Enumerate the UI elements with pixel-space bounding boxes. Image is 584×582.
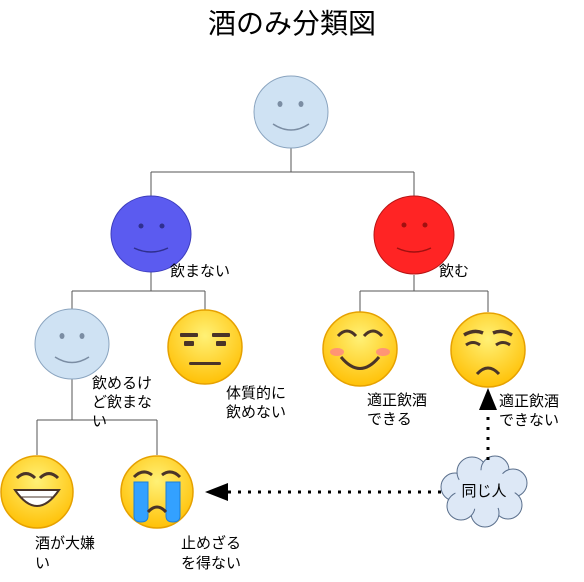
same-person-label: 同じ人 — [461, 482, 506, 500]
drinker-face-icon — [373, 195, 455, 275]
immoderate-drinker-label: 適正飲酒 できない — [499, 392, 564, 429]
frowning-face-icon — [450, 312, 526, 388]
same-person-arrows — [205, 388, 497, 501]
drinker-label: 飲む — [439, 262, 469, 280]
crying-face-icon — [120, 455, 194, 529]
non-drinker-face-icon — [110, 195, 192, 273]
up-arrowhead-icon — [479, 388, 497, 410]
grinning-face-icon — [0, 455, 74, 529]
cannot-drink-label: 体質的に 飲めない — [226, 384, 291, 421]
expressionless-face-icon — [167, 309, 243, 385]
diagram-title: 酒のみ分類図 — [208, 7, 376, 40]
blushing-smile-face-icon — [322, 311, 398, 387]
same-person-cloud: 同じ人 — [440, 455, 528, 528]
can-but-dont-face-icon — [34, 308, 110, 380]
hates-alcohol-label: 酒が大嫌 い — [35, 534, 100, 572]
can-but-dont-label: 飲めるけ ど飲まな い — [92, 374, 157, 430]
left-arrowhead-icon — [205, 483, 228, 501]
tree-connectors — [36, 148, 489, 455]
cant-stop-label: 止めざる を得ない — [181, 534, 246, 572]
moderate-drinker-label: 適正飲酒 できる — [367, 391, 432, 428]
root-face-icon — [253, 75, 329, 149]
non-drinker-label: 飲まない — [170, 262, 230, 280]
